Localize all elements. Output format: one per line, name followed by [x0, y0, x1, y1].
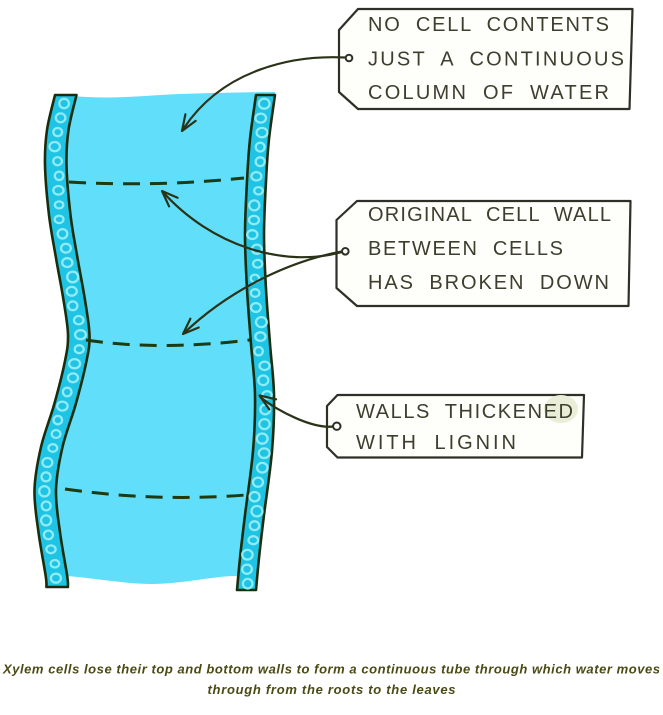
svg-text:NO CELL CONTENTS: NO CELL CONTENTS: [368, 14, 609, 36]
svg-text:ORIGINAL CELL WALL: ORIGINAL CELL WALL: [368, 204, 611, 226]
svg-text:JUST A CONTINUOUS: JUST A CONTINUOUS: [368, 49, 624, 71]
svg-text:BETWEEN CELLS: BETWEEN CELLS: [368, 238, 563, 260]
svg-text:through from the roots to the: through from the roots to the leaves: [208, 682, 456, 697]
svg-text:COLUMN OF WATER: COLUMN OF WATER: [368, 82, 609, 104]
svg-text:Xylem cells lose their top and: Xylem cells lose their top and bottom wa…: [2, 662, 660, 677]
svg-text:WITH LIGNIN: WITH LIGNIN: [356, 432, 516, 454]
svg-text:HAS BROKEN DOWN: HAS BROKEN DOWN: [368, 272, 609, 294]
svg-text:WALLS THICKENED: WALLS THICKENED: [356, 401, 573, 423]
